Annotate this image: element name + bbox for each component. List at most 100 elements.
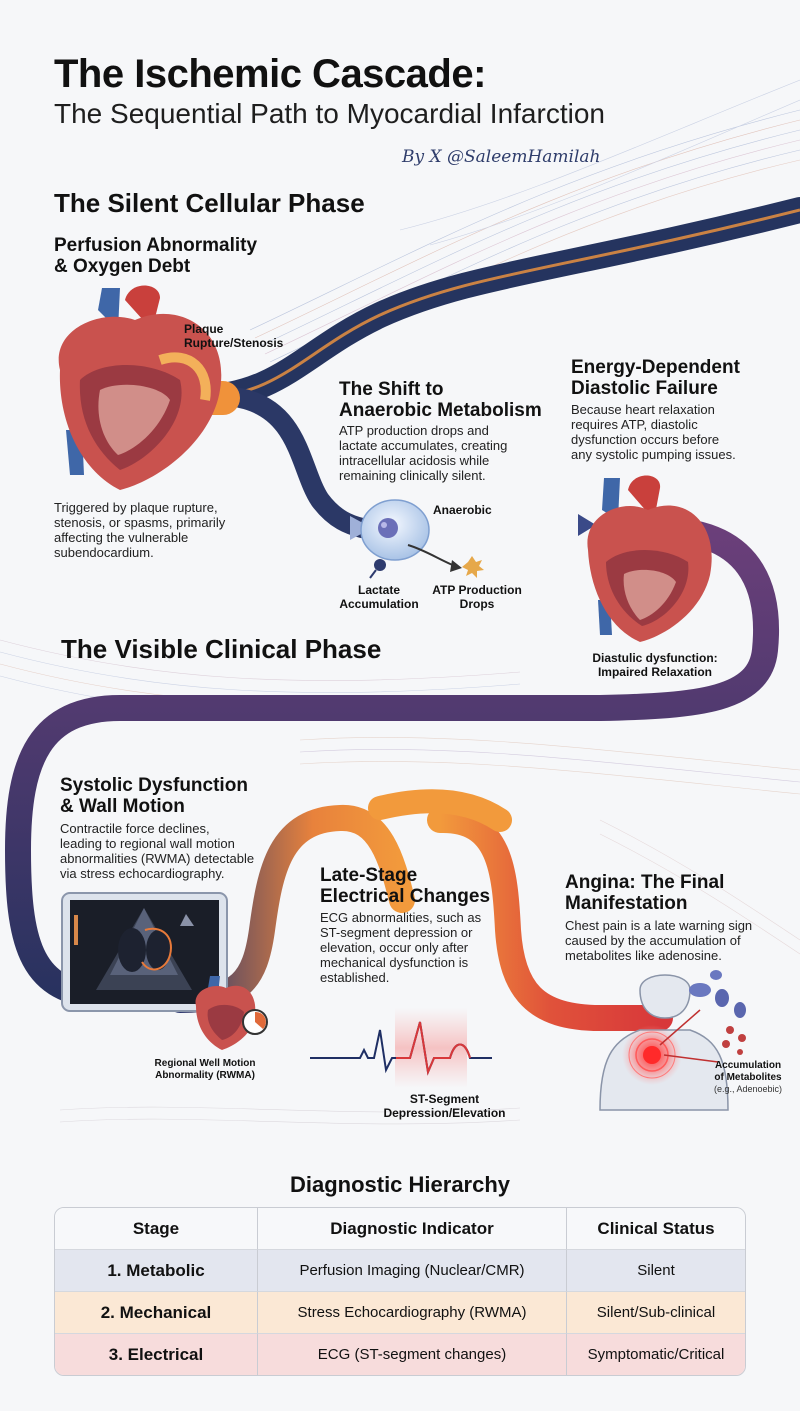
cell-illustration xyxy=(360,499,484,579)
heart-illustration-2 xyxy=(587,475,712,642)
atp-label: ATP Production Drops xyxy=(428,583,526,611)
metabolites-caption-line3: (e.g., Adenoebic) xyxy=(713,1084,783,1094)
electrical-body-line: established. xyxy=(320,970,390,985)
table-header-indicator: Diagnostic Indicator xyxy=(258,1208,567,1249)
perfusion-body-line: subendocardium. xyxy=(54,545,154,560)
diastolic-title: Energy-Dependent Diastolic Failure xyxy=(571,357,740,399)
diastolic-body-line: dysfunction occurs before xyxy=(571,432,720,447)
table-row: 1. Metabolic Perfusion Imaging (Nuclear/… xyxy=(55,1249,745,1291)
diastolic-body-line: any systolic pumping issues. xyxy=(571,447,736,462)
diastolic-caption-line2: Impaired Relaxation xyxy=(597,665,713,679)
anaerobic-title: The Shift to Anaerobic Metabolism xyxy=(339,379,542,421)
perfusion-title-line2: & Oxygen Debt xyxy=(54,256,191,277)
metabolites-caption-line1: Accumulation xyxy=(714,1060,782,1071)
anaerobic-title-line2: Anaerobic Metabolism xyxy=(339,400,542,421)
st-segment-caption: ST-Segment Depression/Elevation xyxy=(372,1092,517,1120)
metabolites-caption-line2: of Metabolites xyxy=(714,1072,782,1083)
table-cell-stage: 2. Mechanical xyxy=(55,1291,258,1333)
systolic-body: Contractile force declines, leading to r… xyxy=(60,821,254,881)
perfusion-body-line: affecting the vulnerable xyxy=(54,530,189,545)
heart-illustration-3 xyxy=(195,976,256,1050)
table-row: 3. Electrical ECG (ST-segment changes) S… xyxy=(55,1333,745,1375)
table-row: 2. Mechanical Stress Echocardiography (R… xyxy=(55,1291,745,1333)
angina-title-line2: Manifestation xyxy=(565,893,688,914)
diastolic-caption: Diastulic dysfunction: Impaired Relaxati… xyxy=(570,651,740,679)
systolic-title-line2: & Wall Motion xyxy=(60,796,185,817)
angina-body: Chest pain is a late warning sign caused… xyxy=(565,918,752,963)
st-caption-line1: ST-Segment xyxy=(409,1092,480,1106)
rwma-caption: Regional Well Motion Abnormality (RWMA) xyxy=(130,1058,280,1082)
lactate-label-line1: Lactate xyxy=(357,583,401,597)
anaerobic-body-line: intracellular acidosis while xyxy=(339,453,490,468)
table-cell-indicator: Stress Echocardiography (RWMA) xyxy=(258,1291,567,1333)
diastolic-title-line2: Diastolic Failure xyxy=(571,378,718,399)
echo-monitor xyxy=(61,892,228,1012)
metabolites-caption: Accumulation of Metabolites (e.g., Adeno… xyxy=(700,1060,796,1094)
perfusion-title-line1: Perfusion Abnormality xyxy=(54,235,258,256)
table-cell-stage: 3. Electrical xyxy=(55,1333,258,1375)
rwma-caption-line1: Regional Well Motion xyxy=(154,1058,256,1069)
table-cell-stage: 1. Metabolic xyxy=(55,1249,258,1291)
plaque-label: Plaque Rupture/Stenosis xyxy=(184,322,283,350)
systolic-title-line1: Systolic Dysfunction xyxy=(60,775,248,796)
byline: By X @SaleemHamilah xyxy=(402,147,601,167)
diagnostic-title: Diagnostic Hierarchy xyxy=(289,1172,511,1197)
systolic-body-line: Contractile force declines, xyxy=(60,821,210,836)
angina-title: Angina: The Final Manifestation xyxy=(565,872,724,914)
electrical-body-line: ST-segment depression or xyxy=(320,925,473,940)
table-header-status: Clinical Status xyxy=(567,1208,745,1249)
electrical-title-line2: Electrical Changes xyxy=(320,886,491,907)
electrical-body-line: mechanical dysfunction is xyxy=(320,955,469,970)
atp-label-line1: ATP Production xyxy=(432,583,522,597)
table-cell-status: Silent xyxy=(567,1249,745,1291)
anaerobic-body-line: remaining clinically silent. xyxy=(339,468,486,483)
page-title: The Ischemic Cascade: xyxy=(54,52,486,96)
diastolic-body-line: requires ATP, diastolic xyxy=(571,417,698,432)
rwma-caption-line2: Abnormality (RWMA) xyxy=(155,1070,255,1081)
anaerobic-cell-label: Anaerobic xyxy=(433,503,492,517)
plaque-label-line1: Plaque xyxy=(184,322,224,336)
perfusion-body-line: stenosis, or spasms, primarily xyxy=(54,515,226,530)
systolic-title: Systolic Dysfunction & Wall Motion xyxy=(60,775,248,817)
table-cell-status: Silent/Sub-clinical xyxy=(567,1291,745,1333)
perfusion-body-line: Triggered by plaque rupture, xyxy=(54,500,218,515)
systolic-body-line: abnormalities (RWMA) detectable xyxy=(60,851,255,866)
plaque-label-line2: Rupture/Stenosis xyxy=(184,336,284,350)
page-subtitle: The Sequential Path to Myocardial Infarc… xyxy=(54,98,605,129)
electrical-title-line1: Late-Stage xyxy=(320,865,418,886)
electrical-body: ECG abnormalities, such as ST-segment de… xyxy=(320,910,481,985)
perfusion-title: Perfusion Abnormality & Oxygen Debt xyxy=(54,235,257,277)
anaerobic-title-line1: The Shift to xyxy=(339,379,444,400)
diastolic-title-line1: Energy-Dependent xyxy=(571,357,740,378)
lactate-label: Lactate Accumulation xyxy=(332,583,426,611)
lactate-label-line2: Accumulation xyxy=(339,597,419,611)
clinical-phase-title: The Visible Clinical Phase xyxy=(61,634,382,664)
angina-body-line: metabolites like adenosine. xyxy=(565,948,722,963)
heart-illustration-1 xyxy=(58,285,222,490)
gauge-icon xyxy=(242,1009,268,1035)
anaerobic-body: ATP production drops and lactate accumul… xyxy=(339,423,507,483)
st-caption-line2: Depression/Elevation xyxy=(383,1106,506,1120)
table-cell-status: Symptomatic/Critical xyxy=(567,1333,745,1375)
table-cell-indicator: Perfusion Imaging (Nuclear/CMR) xyxy=(258,1249,567,1291)
silent-phase-title: The Silent Cellular Phase xyxy=(54,188,365,218)
electrical-body-line: ECG abnormalities, such as xyxy=(320,910,482,925)
table-header-stage: Stage xyxy=(55,1208,258,1249)
body-silhouette xyxy=(599,970,746,1111)
table-header-row: Stage Diagnostic Indicator Clinical Stat… xyxy=(55,1208,745,1249)
systolic-body-line: via stress echocardiography. xyxy=(60,866,225,881)
angina-title-line1: Angina: The Final xyxy=(565,872,725,893)
diastolic-body-line: Because heart relaxation xyxy=(571,402,715,417)
systolic-body-line: leading to regional wall motion xyxy=(60,836,235,851)
atp-label-line2: Drops xyxy=(459,597,495,611)
diastolic-body: Because heart relaxation requires ATP, d… xyxy=(571,402,736,462)
angina-body-line: Chest pain is a late warning sign xyxy=(565,918,753,933)
diagnostic-table: Stage Diagnostic Indicator Clinical Stat… xyxy=(54,1207,746,1376)
table-cell-indicator: ECG (ST-segment changes) xyxy=(258,1333,567,1375)
angina-body-line: caused by the accumulation of xyxy=(565,933,741,948)
diastolic-caption-line1: Diastulic dysfunction: xyxy=(592,651,718,665)
anaerobic-body-line: lactate accumulates, creating xyxy=(339,438,508,453)
perfusion-body: Triggered by plaque rupture, stenosis, o… xyxy=(54,500,225,560)
electrical-title: Late-Stage Electrical Changes xyxy=(320,865,490,907)
anaerobic-body-line: ATP production drops and xyxy=(339,423,489,438)
